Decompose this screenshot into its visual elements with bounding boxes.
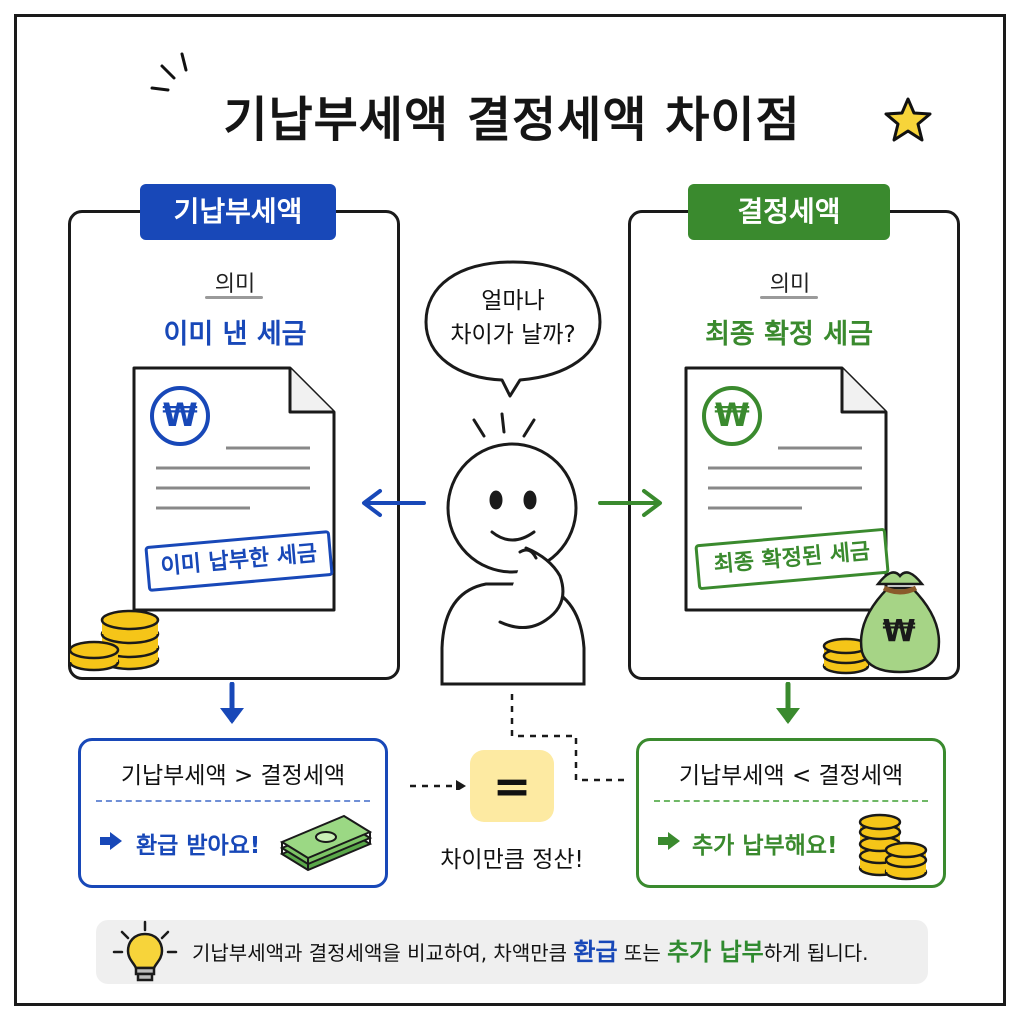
lightbulb-icon <box>112 920 178 982</box>
settle-text: 차이만큼 정산! <box>440 847 584 873</box>
note-highlight-refund: 환급 <box>573 938 618 966</box>
refund-divider <box>96 800 370 802</box>
prepaid-tax-tag: 기납부세액 <box>140 184 336 240</box>
arrow-right-icon <box>100 832 122 850</box>
summary-note-bar <box>96 920 928 984</box>
refund-action: 환급 받아요! <box>136 833 261 859</box>
thinking-person-icon <box>440 412 586 686</box>
prepaid-meaning-label: 의미 <box>214 272 256 297</box>
arrow-right-icon <box>658 832 680 850</box>
note-part-3: 하게 됩니다. <box>763 941 869 965</box>
additional-divider <box>654 800 928 802</box>
note-part-1: 기납부세액과 결정세액을 비교하여, 차액만큼 <box>192 941 574 965</box>
sparkle-lines-icon <box>150 52 188 92</box>
prepaid-meaning-underline <box>205 296 263 299</box>
additional-comparison: 기납부세액 < 결정세액 <box>678 763 904 789</box>
bubble-line-2: 차이가 날까? <box>450 322 576 348</box>
bubble-line-1: 얼마나 <box>481 288 545 314</box>
note-part-2: 또는 <box>617 941 668 965</box>
equals-box <box>470 750 554 822</box>
speech-bubble-icon <box>424 260 602 398</box>
refund-result-card <box>78 738 388 888</box>
arrow-left-icon <box>362 489 426 517</box>
determined-tax-tag: 결정세액 <box>688 184 890 240</box>
arrow-right-icon <box>598 489 662 517</box>
determined-meaning-label: 의미 <box>769 272 811 297</box>
additional-action: 추가 납부해요! <box>692 833 838 859</box>
won-symbol: ₩ <box>162 396 198 434</box>
coins-icon <box>858 813 928 881</box>
note-highlight-additional: 추가 납부 <box>667 938 764 966</box>
arrow-down-icon <box>220 682 244 724</box>
money-bag-icon <box>822 571 941 675</box>
dashed-connector-icon <box>410 694 624 790</box>
won-symbol: ₩ <box>714 396 750 434</box>
determined-meaning-value: 최종 확정 세금 <box>705 319 873 350</box>
arrow-down-icon <box>776 682 800 724</box>
page-title: 기납부세액 결정세액 차이점 <box>223 92 801 148</box>
refund-comparison: 기납부세액 > 결정세액 <box>120 763 346 789</box>
determined-meaning-underline <box>760 296 818 299</box>
prepaid-meaning-value: 이미 낸 세금 <box>163 319 307 350</box>
star-icon <box>884 97 932 142</box>
equals-sign: = <box>492 759 532 813</box>
summary-note-text: 기납부세액과 결정세액을 비교하여, 차액만큼 환급 또는 추가 납부하게 됩니… <box>192 920 922 984</box>
won-symbol: ₩ <box>882 614 916 649</box>
cash-stack-icon <box>279 814 373 872</box>
coins-icon <box>68 609 160 672</box>
